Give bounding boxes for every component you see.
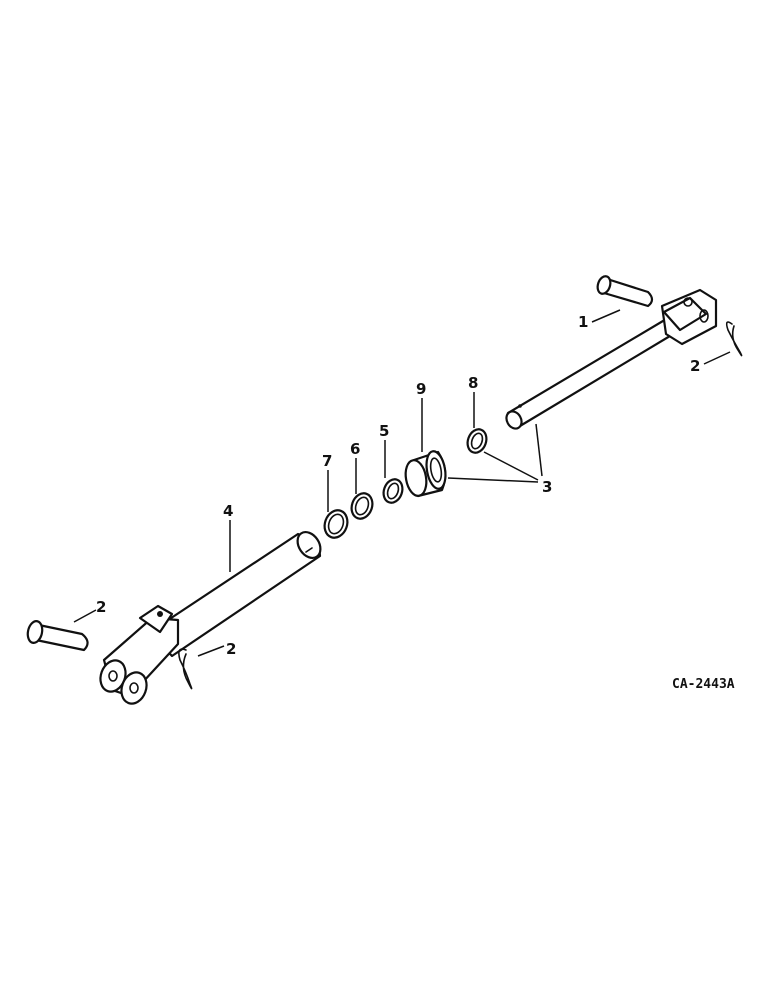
drawing-code: CA-2443A [672, 677, 735, 692]
leader-pin-lower [73, 609, 97, 623]
leader-pin-upper [591, 309, 621, 323]
leader-clip-upper [703, 351, 731, 365]
ring-8 [466, 428, 488, 454]
callout-ring-7: 7 [322, 452, 332, 470]
callout-tube-assembly: 3 [542, 478, 552, 496]
callout-ring-6: 6 [350, 440, 360, 458]
clip-lower [178, 648, 193, 690]
leader-3-bushing [447, 477, 539, 483]
clip-upper [725, 321, 743, 357]
inner-rod-assembly [505, 288, 718, 430]
callout-clip-upper: 2 [690, 357, 700, 375]
callout-bushing-9: 9 [416, 380, 426, 398]
callout-pin-upper: 1 [578, 313, 588, 331]
bushing-9 [404, 450, 447, 498]
callout-ring-5: 5 [379, 422, 389, 440]
callout-outer-tube: 4 [223, 502, 233, 520]
leader-3-rod [535, 423, 543, 477]
callout-ring-8: 8 [468, 374, 478, 392]
pin-upper [596, 275, 654, 308]
callout-clip-lower: 2 [226, 640, 236, 658]
ring-6 [350, 492, 374, 520]
ring-7 [323, 509, 349, 539]
callout-pin-lower: 2 [96, 598, 106, 616]
leader-clip-lower [197, 645, 225, 657]
leader-3-ring [483, 451, 539, 481]
outer-tube-4 [99, 531, 322, 705]
ring-5 [382, 478, 404, 504]
pin-lower [26, 620, 89, 652]
